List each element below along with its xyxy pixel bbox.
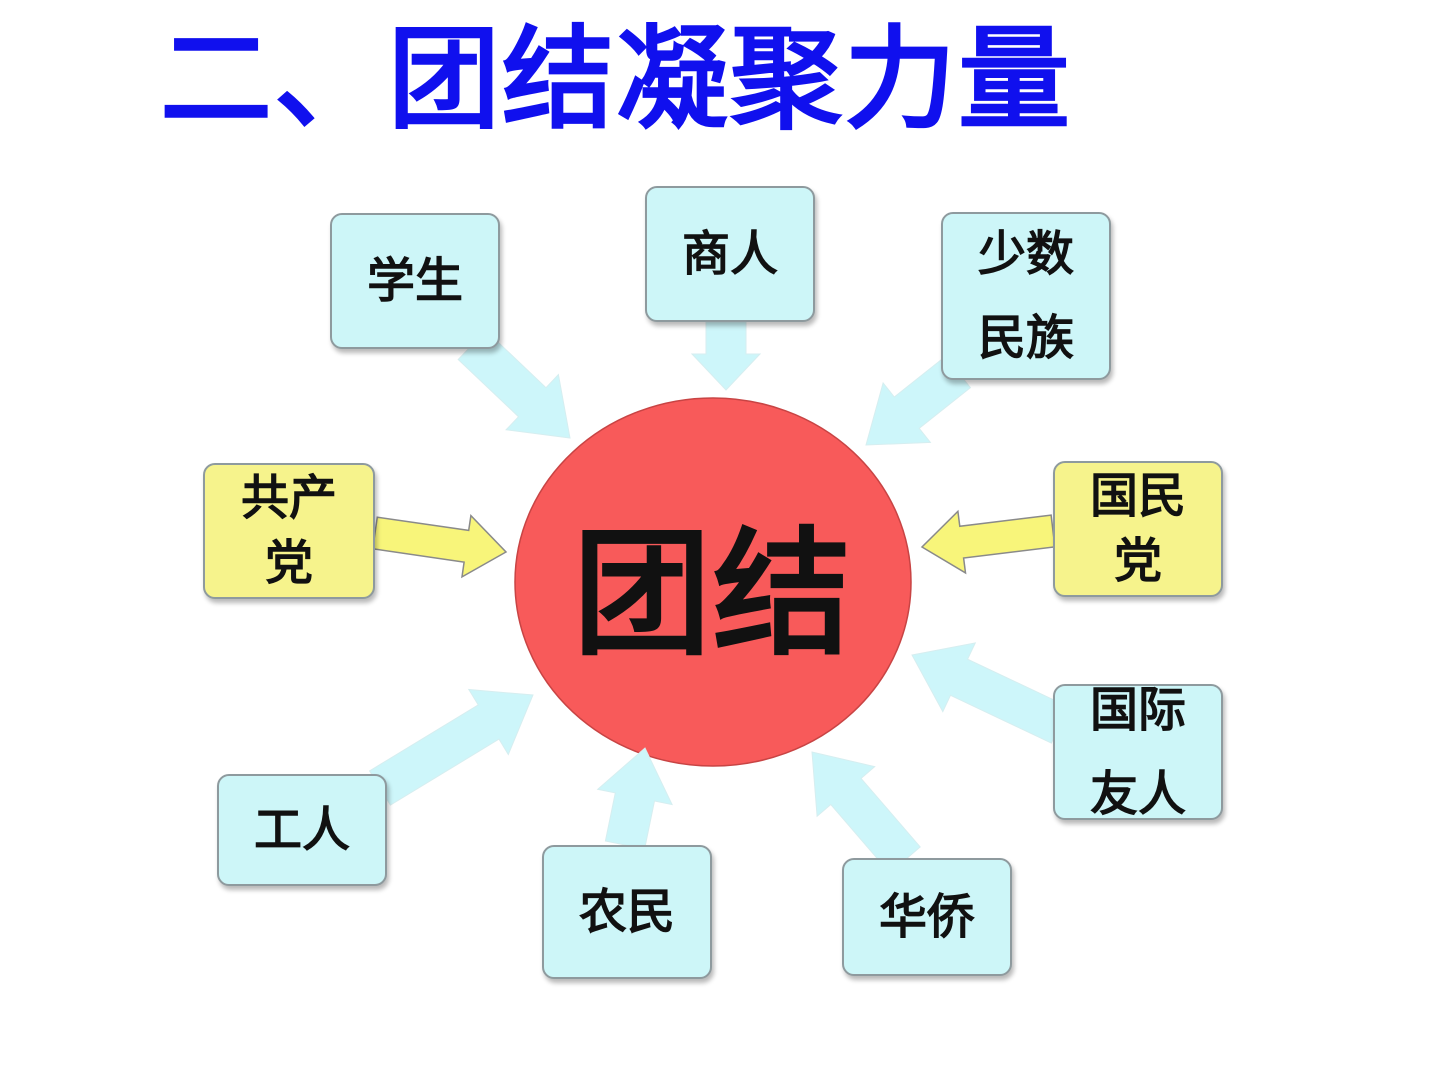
- overseas-chinese-label: 华侨: [878, 889, 975, 945]
- international-friends-label: 国际 友人: [1089, 682, 1186, 822]
- ethnic-minority-arrow: [865, 355, 972, 446]
- communist-party-label: 共产 党: [240, 470, 337, 591]
- kuomintang-label: 国民 党: [1089, 468, 1186, 589]
- kuomintang-box: 国民 党: [1053, 461, 1223, 597]
- center-circle: [514, 397, 912, 767]
- page-title: 二、团结凝聚力量: [160, 15, 1072, 145]
- international-friends-box: 国际 友人: [1053, 682, 1223, 822]
- worker-box: 工人: [217, 774, 387, 886]
- ethnic-minority-label: 少数 民族: [977, 226, 1074, 366]
- overseas-chinese-arrow: [811, 751, 921, 874]
- worker-label: 工人: [253, 802, 350, 858]
- farmer-arrow: [596, 747, 673, 850]
- merchant-arrow: [690, 321, 762, 391]
- farmer-label: 农民: [578, 884, 675, 940]
- worker-arrow: [368, 688, 534, 806]
- farmer-box: 农民: [542, 845, 712, 979]
- overseas-chinese-box: 华侨: [842, 858, 1012, 976]
- kuomintang-arrow: [920, 509, 1056, 575]
- international-friends-arrow: [911, 642, 1070, 744]
- student-box: 学生: [330, 213, 500, 349]
- student-label: 学生: [366, 253, 463, 309]
- communist-party-box: 共产 党: [203, 463, 375, 599]
- ethnic-minority-box: 少数 民族: [941, 212, 1111, 380]
- merchant-box: 商人: [645, 186, 815, 322]
- communist-party-arrow: [371, 513, 508, 579]
- merchant-label: 商人: [681, 226, 778, 282]
